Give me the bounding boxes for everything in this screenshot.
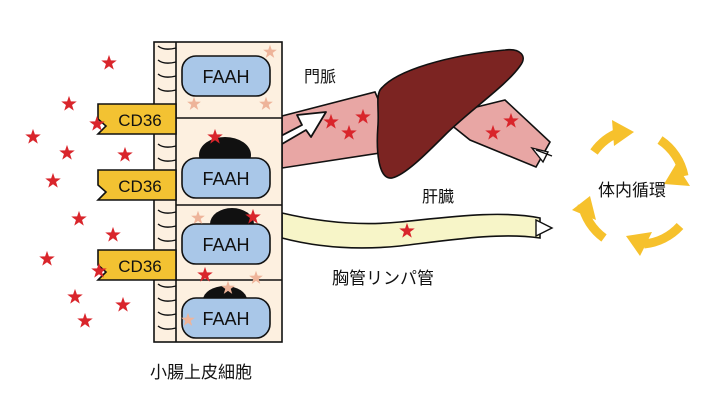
faah-box-3: FAAH — [181, 223, 271, 265]
cd36-transporter-2: CD36 — [96, 169, 177, 201]
cycle-arrowheads — [572, 120, 690, 256]
faah-box-4: FAAH — [181, 297, 271, 339]
thoracic-duct-label: 胸管リンパ管 — [332, 269, 434, 289]
faah-box-2: FAAH — [181, 157, 271, 199]
svg-text:CD36: CD36 — [118, 257, 161, 276]
faah-box-1: FAAH — [181, 55, 271, 97]
circulation-label: 体内循環 — [598, 181, 666, 201]
svg-text:CD36: CD36 — [118, 177, 161, 196]
liver-label: 肝臓 — [422, 187, 454, 206]
arrow-right-icon — [530, 146, 553, 164]
svg-text:FAAH: FAAH — [202, 235, 249, 255]
epithelium-label: 小腸上皮細胞 — [150, 363, 252, 383]
svg-text:CD36: CD36 — [118, 111, 161, 130]
portal-vein-label: 門脈 — [304, 67, 336, 86]
liver-icon — [376, 48, 524, 179]
svg-text:FAAH: FAAH — [202, 67, 249, 87]
thoracic-duct — [281, 211, 554, 249]
svg-text:FAAH: FAAH — [202, 309, 249, 329]
svg-text:FAAH: FAAH — [202, 169, 249, 189]
cd36-transporter-1: CD36 — [96, 103, 177, 135]
cd36-transporter-3: CD36 — [96, 249, 177, 281]
